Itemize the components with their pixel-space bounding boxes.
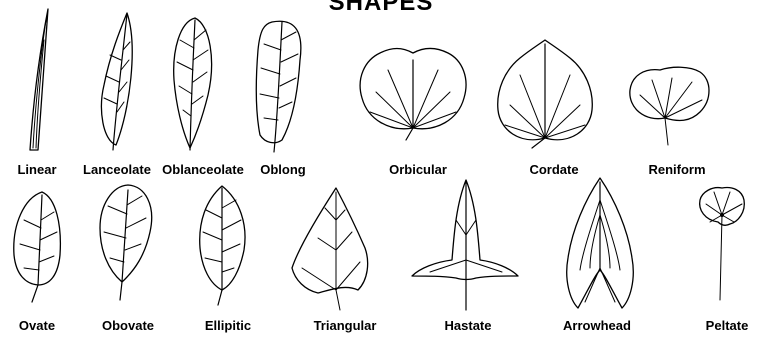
label-peltate: Peltate [706, 318, 749, 333]
label-orbicular: Orbicular [389, 162, 447, 177]
label-oblanceolate: Oblanceolate [162, 162, 244, 177]
label-cordate: Cordate [529, 162, 578, 177]
label-lanceolate: Lanceolate [83, 162, 151, 177]
leaf-hastate [412, 180, 518, 310]
label-oblong: Oblong [260, 162, 306, 177]
leaf-oblong [256, 21, 301, 152]
leaf-obovate [100, 185, 152, 300]
label-triangular: Triangular [314, 318, 377, 333]
leaf-arrowhead [567, 178, 634, 308]
leaf-elliptic [200, 186, 245, 305]
leaf-triangular [292, 188, 368, 310]
label-reniform: Reniform [648, 162, 705, 177]
leaf-reniform [630, 67, 709, 145]
label-hastate: Hastate [445, 318, 492, 333]
leaf-linear [30, 9, 48, 150]
label-linear: Linear [17, 162, 56, 177]
label-obovate: Obovate [102, 318, 154, 333]
label-ovate: Ovate [19, 318, 55, 333]
leaf-orbicular [360, 49, 466, 141]
leaf-peltate [700, 188, 745, 301]
label-arrowhead: Arrowhead [563, 318, 631, 333]
leaf-oblanceolate [174, 18, 212, 150]
leaf-cordate [498, 40, 593, 148]
label-elliptic: Ellipitic [205, 318, 251, 333]
leaf-ovate [14, 192, 61, 302]
leaf-lanceolate [101, 13, 132, 150]
